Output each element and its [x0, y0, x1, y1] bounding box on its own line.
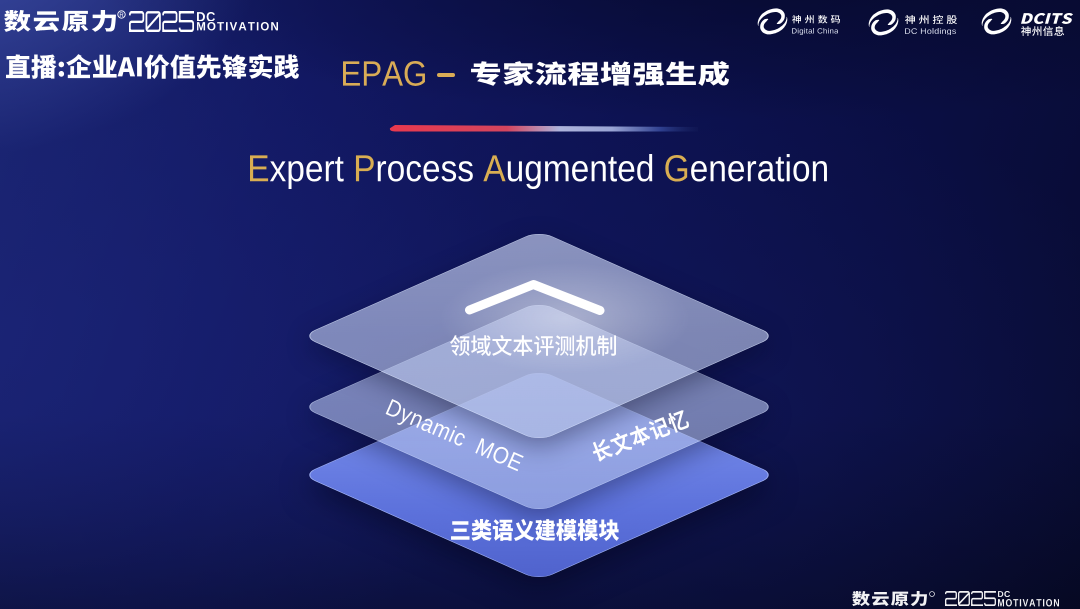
- svg-text:R: R: [119, 13, 124, 19]
